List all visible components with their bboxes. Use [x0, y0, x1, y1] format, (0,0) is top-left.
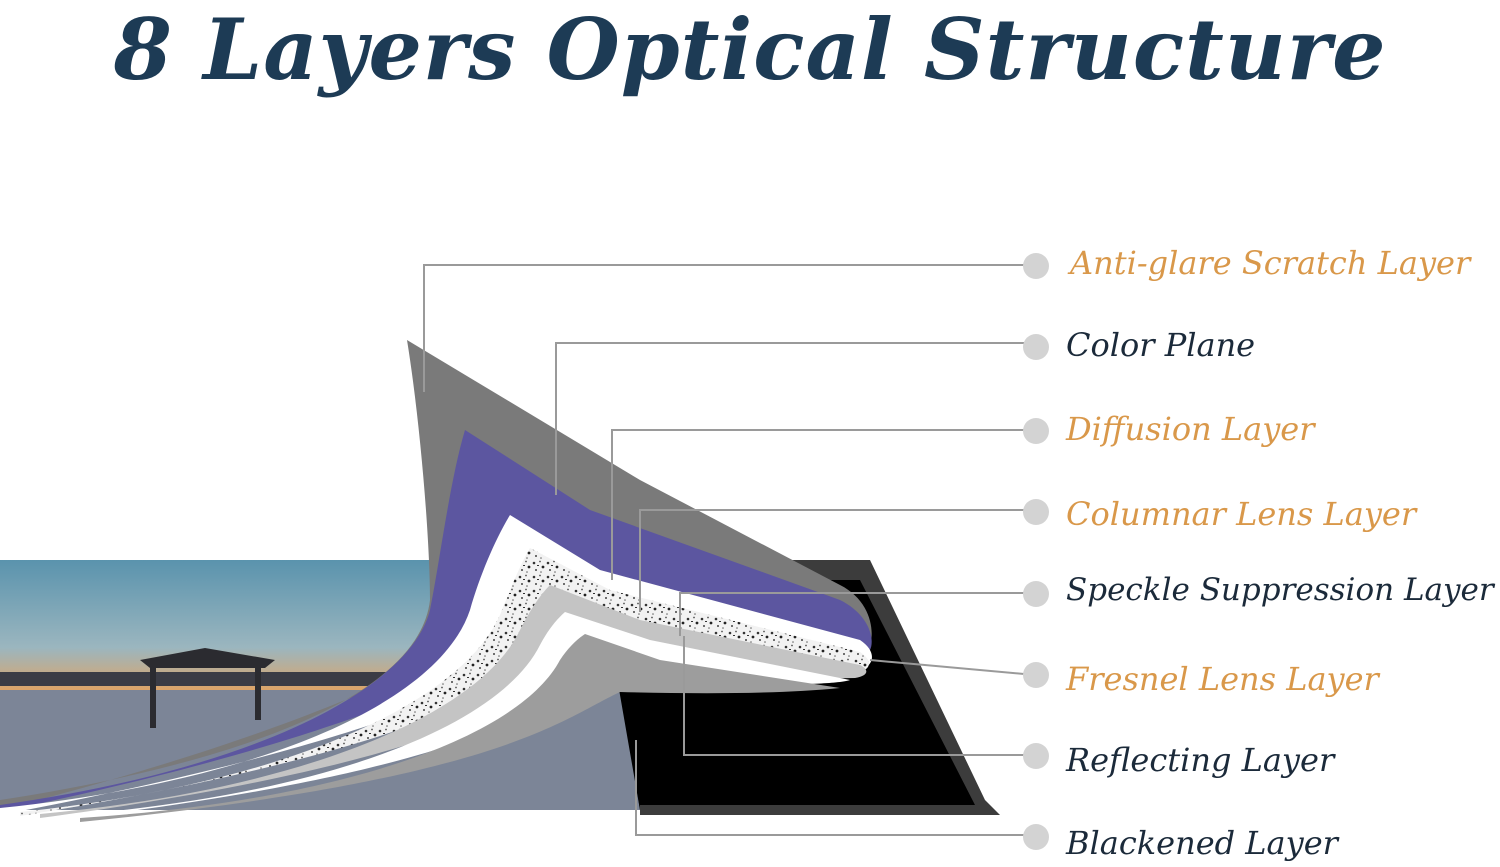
- layer-label-reflecting: Reflecting Layer: [1066, 741, 1335, 779]
- marker-dot-6: [1023, 662, 1049, 688]
- marker-dot-1: [1023, 253, 1049, 279]
- leader-line-diffusion: [611, 429, 1035, 580]
- leader-line-anti-glare: [423, 264, 1035, 392]
- layer-label-color-plane: Color Plane: [1066, 326, 1256, 364]
- layer-label-diffusion: Diffusion Layer: [1066, 410, 1315, 448]
- marker-dot-3: [1023, 418, 1049, 444]
- leader-line-color-plane: [555, 342, 1035, 495]
- leader-line-blackened: [635, 740, 1035, 836]
- layer-label-columnar: Columnar Lens Layer: [1066, 495, 1417, 533]
- marker-dot-4: [1023, 499, 1049, 525]
- marker-dot-5: [1023, 581, 1049, 607]
- color-plane-shape: [0, 430, 872, 812]
- anti-glare-layer-shape: [0, 340, 872, 810]
- leader-line-reflecting: [683, 636, 1035, 756]
- leader-line-speckle: [679, 592, 870, 636]
- marker-dot-2: [1023, 334, 1049, 360]
- layer-label-blackened: Blackened Layer: [1066, 824, 1338, 862]
- marker-dot-7: [1023, 743, 1049, 769]
- leader-lines: [423, 264, 1036, 836]
- leader-line-fresnel-2: [869, 659, 1036, 676]
- diagram-title: 8 Layers Optical Structure: [113, 0, 1387, 99]
- marker-dot-8: [1023, 824, 1049, 850]
- layer-label-speckle: Speckle Suppression Layer: [1066, 572, 1494, 608]
- speckle-layer-shape: [20, 548, 869, 816]
- layer-label-fresnel: Fresnel Lens Layer: [1066, 660, 1379, 698]
- leader-line-columnar: [639, 509, 1035, 612]
- diffusion-layer-shape: [0, 515, 872, 815]
- reflecting-layer-shape: [80, 634, 840, 822]
- layer-label-anti-glare: Anti-glare Scratch Layer: [1070, 244, 1471, 282]
